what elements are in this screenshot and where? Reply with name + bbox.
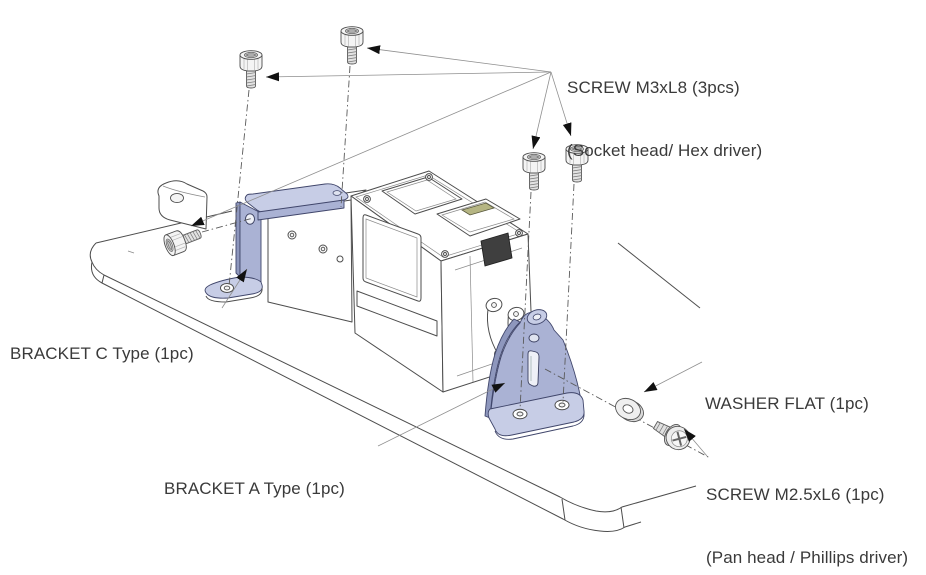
screw-m3-2 <box>340 26 364 65</box>
connector-block <box>480 232 513 267</box>
bracket-a-hole <box>528 333 540 343</box>
leader-screw-m3-3 <box>531 71 552 150</box>
leader-screw-m3-side <box>190 71 552 227</box>
label-washer-title: WASHER FLAT (1pc) <box>705 394 869 413</box>
label-bracket-c: BRACKET C Type (1pc) <box>10 301 194 406</box>
base-plate <box>89 210 701 532</box>
label-washer: WASHER FLAT (1pc) <box>705 351 869 456</box>
leader-screw-m25 <box>683 428 708 457</box>
bracket-a <box>484 309 585 440</box>
front-window <box>362 214 422 302</box>
device-body <box>157 170 534 393</box>
screw-m3-3 <box>522 152 546 191</box>
screw-m3-1 <box>239 50 263 89</box>
label-screw-m3: SCREW M3xL8 (3pcs) (Socket head/ Hex dri… <box>567 35 762 203</box>
washer-flat <box>615 397 644 423</box>
screw-m25-pan <box>652 420 691 451</box>
label-bracket-a-title: BRACKET A Type (1pc) <box>164 479 345 498</box>
screw-m3-side <box>161 222 205 258</box>
leader-bracket-c <box>221 268 248 309</box>
leader-washer <box>643 361 703 393</box>
label-screw-m3-subtitle: (Socket head/ Hex driver) <box>567 141 763 160</box>
bracket-c <box>204 183 349 303</box>
bracket-a-slot <box>527 350 540 387</box>
leader-lines <box>190 45 708 457</box>
bracket-c-arm <box>244 183 349 214</box>
leader-screw-m3-2 <box>366 45 552 73</box>
label-bracket-c-title: BRACKET C Type (1pc) <box>10 344 194 363</box>
label-screw-m25-subtitle: (Pan head / Phillips driver) <box>706 548 909 567</box>
label-screw-m25: SCREW M2.5xL6 (1pc) (Pan head / Phillips… <box>706 442 908 575</box>
leader-screw-m3-4 <box>550 71 572 137</box>
connector-recess <box>436 198 521 237</box>
device-left-lug <box>157 180 208 230</box>
label-screw-m3-title: SCREW M3xL8 (3pcs) <box>567 78 740 97</box>
top-recess <box>381 176 463 215</box>
leader-bracket-a <box>377 382 506 447</box>
label-bracket-a: BRACKET A Type (1pc) <box>164 436 345 541</box>
leader-screw-m3-1 <box>265 71 552 82</box>
label-screw-m25-title: SCREW M2.5xL6 (1pc) <box>706 485 885 504</box>
